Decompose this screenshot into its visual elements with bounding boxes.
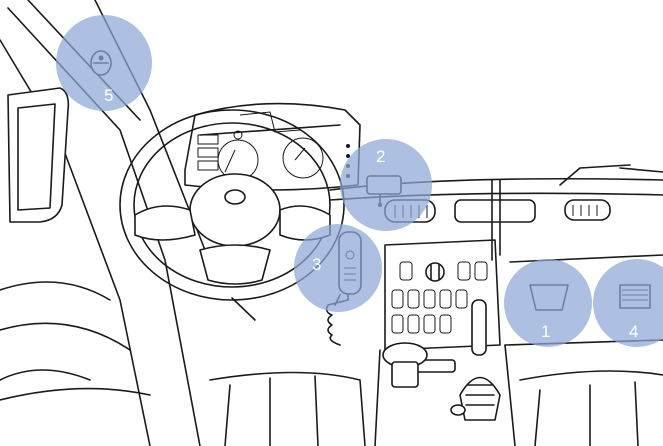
callout-4-disc <box>593 259 663 347</box>
steering-wheel <box>119 109 345 321</box>
callout-4-label: 4 <box>629 322 639 341</box>
callout-2-label: 2 <box>376 147 386 166</box>
callout-markers <box>56 15 663 347</box>
callout-1-disc <box>504 259 592 347</box>
door-panel <box>0 281 131 381</box>
callout-3-label: 3 <box>312 255 322 274</box>
callout-1-label: 1 <box>541 322 551 341</box>
vertical-rod <box>491 179 501 261</box>
seats <box>0 370 663 446</box>
gear-lever <box>450 299 501 421</box>
callout-3-disc <box>294 224 382 312</box>
callout-2-disc <box>340 139 432 231</box>
side-mirror <box>7 87 70 223</box>
callout-5-label: 5 <box>104 86 114 105</box>
handbrake <box>382 342 428 388</box>
callout-5-disc <box>56 15 152 111</box>
